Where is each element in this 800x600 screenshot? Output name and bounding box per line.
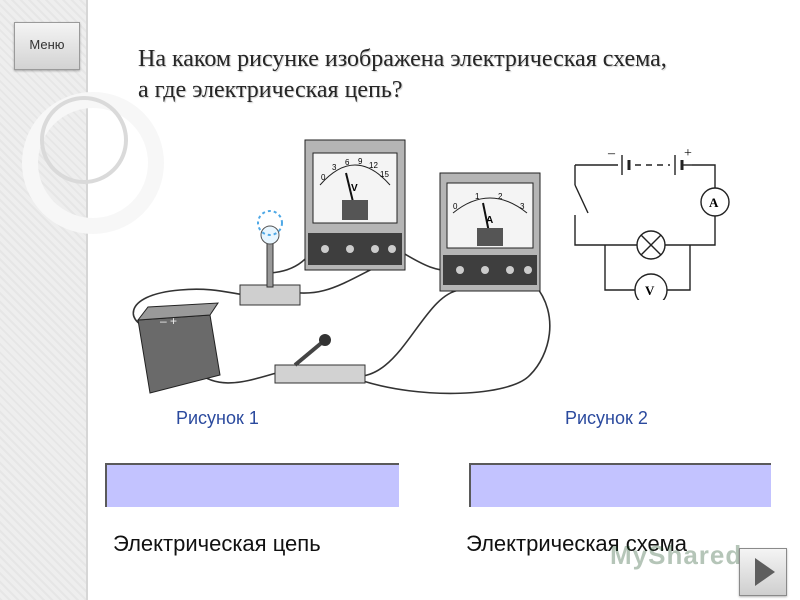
schema-voltmeter-symbol: V <box>645 283 655 298</box>
svg-text:– +: – + <box>160 314 177 328</box>
answer-box-2[interactable] <box>469 463 771 507</box>
voltmeter-scale-5: 15 <box>380 170 389 179</box>
voltmeter-scale-3: 9 <box>358 157 363 166</box>
next-button[interactable] <box>739 548 787 596</box>
next-arrow-icon <box>755 558 775 586</box>
circuit-schematic: – + A V <box>574 146 730 300</box>
question-title: На каком рисунке изображена электрическа… <box>138 44 788 106</box>
menu-button-label: Меню <box>29 37 65 52</box>
circuit-photo: – + 0 3 6 9 12 15 V 0 1 2 3 A <box>132 139 551 395</box>
question-line-2: а где электрическая цепь? <box>138 77 403 103</box>
schema-ammeter-symbol: A <box>709 195 719 210</box>
sidebar-decoration-ring <box>40 96 128 184</box>
knife-switch <box>274 334 366 384</box>
answer-box-1[interactable] <box>105 463 399 507</box>
lamp-stand <box>239 210 301 306</box>
schema-minus-sign: – <box>607 146 616 161</box>
menu-button[interactable]: Меню <box>14 22 80 70</box>
ammeter-scale-2: 2 <box>498 192 503 201</box>
ammeter-scale-3: 3 <box>520 202 525 211</box>
voltmeter-symbol: V <box>351 183 358 194</box>
voltmeter-scale-4: 12 <box>369 161 378 170</box>
voltmeter-scale-0: 0 <box>321 173 326 182</box>
ammeter-scale-0: 0 <box>453 202 458 211</box>
voltmeter: 0 3 6 9 12 15 V <box>304 139 406 271</box>
watermark: MyShared <box>610 540 743 570</box>
ammeter: 0 1 2 3 A <box>439 172 541 292</box>
battery: – + <box>136 302 221 394</box>
answer-label-schema[interactable]: Электрическая схема <box>466 531 688 556</box>
sidebar: Меню <box>0 0 164 600</box>
voltmeter-scale-1: 3 <box>332 163 337 172</box>
figure-1-label: Рисунок 1 <box>176 408 259 428</box>
voltmeter-scale-2: 6 <box>345 158 350 167</box>
ammeter-scale-1: 1 <box>475 192 480 201</box>
ammeter-symbol: A <box>486 215 493 226</box>
schema-plus-sign: + <box>684 146 692 161</box>
question-line-1: На каком рисунке изображена электрическа… <box>138 46 667 72</box>
answer-label-circuit[interactable]: Электрическая цепь <box>113 531 321 556</box>
figure-2-label: Рисунок 2 <box>565 408 648 428</box>
